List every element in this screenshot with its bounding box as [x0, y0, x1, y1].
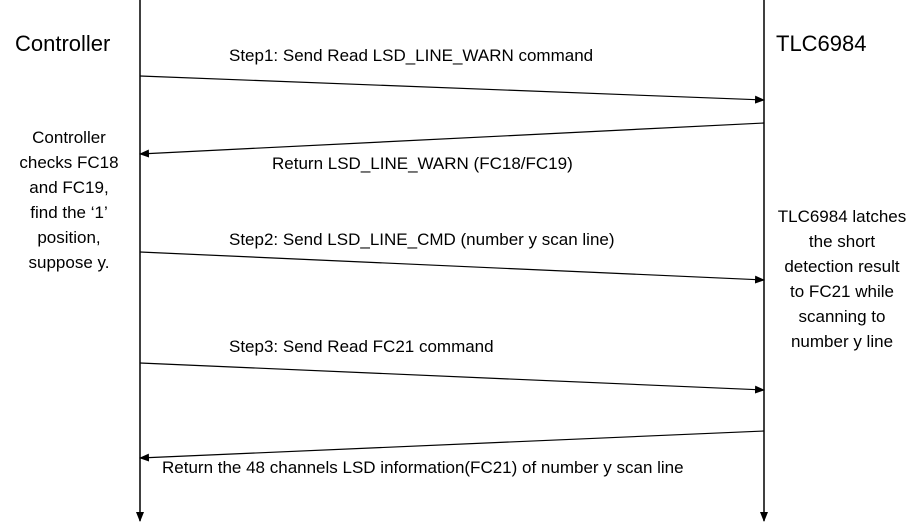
device-note-line: number y line [790, 332, 894, 351]
controller-participant-label: Controller [15, 31, 111, 56]
device-note: TLC6984 latches the short detection resu… [766, 204, 918, 354]
step2-arrow [139, 251, 765, 284]
controller-note-line: checks FC18 [19, 153, 119, 172]
controller-note-line: position, [37, 228, 101, 247]
step3-arrow [139, 362, 765, 394]
step3-label: Step3: Send Read FC21 command [229, 337, 494, 356]
controller-note-line: suppose y. [28, 253, 110, 272]
device-note-line: to FC21 while [790, 282, 894, 301]
controller-note-line: find the ‘1’ [30, 203, 108, 222]
device-note-line: detection result [784, 257, 900, 276]
return-warn-label: Return LSD_LINE_WARN (FC18/FC19) [272, 154, 573, 173]
device-participant-label: TLC6984 [776, 31, 867, 56]
return-warn-arrow [139, 122, 765, 158]
controller-note-line: Controller [32, 128, 106, 147]
device-note-line: the short [808, 232, 876, 251]
step1-label: Step1: Send Read LSD_LINE_WARN command [229, 46, 594, 65]
return-fc21-arrow [139, 430, 765, 462]
controller-note: Controller checks FC18 and FC19, find th… [0, 125, 138, 275]
step2-label: Step2: Send LSD_LINE_CMD (number y scan … [229, 230, 615, 249]
return-fc21-label: Return the 48 channels LSD information(F… [162, 458, 684, 477]
controller-note-line: and FC19, [29, 178, 109, 197]
device-note-line: scanning to [798, 307, 886, 326]
device-note-line: TLC6984 latches [777, 207, 907, 226]
step1-arrow [139, 75, 765, 104]
